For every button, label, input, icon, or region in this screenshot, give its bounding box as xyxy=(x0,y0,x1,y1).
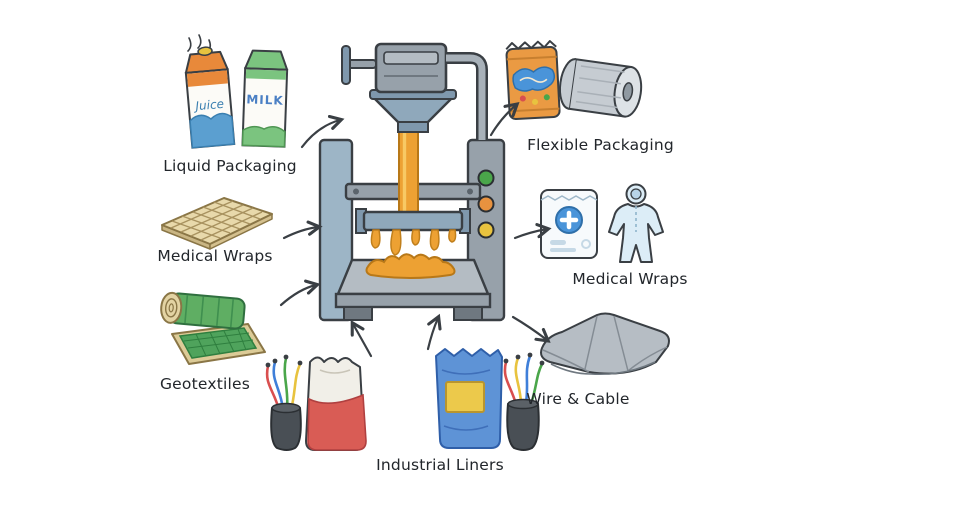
machine-crank xyxy=(341,45,377,85)
medical-wraps-left-label: Medical Wraps xyxy=(157,247,273,265)
wire-cup-left xyxy=(270,402,302,451)
flexible-packaging-illustration xyxy=(505,40,643,120)
geotextile-sheet xyxy=(171,323,266,365)
wire-cable-illustration xyxy=(540,312,670,376)
tarp-cover xyxy=(540,312,670,376)
juice-carton: Juice xyxy=(184,46,236,149)
flexible-packaging-label: Flexible Packaging xyxy=(527,136,674,154)
industrial-liners-illustration xyxy=(435,348,545,451)
juice-carton-text: Juice xyxy=(193,97,225,114)
indicator-yellow xyxy=(477,221,495,239)
snack-bag xyxy=(505,40,561,120)
wire-bundle-right xyxy=(503,352,545,406)
industrial-liner-bag xyxy=(435,348,503,449)
geotextile-roll xyxy=(160,291,246,330)
industrial-liners-label: Industrial Liners xyxy=(376,456,504,474)
wire-bundle-left xyxy=(265,354,303,412)
medical-wrap-pack xyxy=(540,189,598,259)
molten-drips xyxy=(370,229,457,256)
red-liner-illustration xyxy=(265,354,367,451)
red-liner-bag xyxy=(305,356,367,451)
molten-pool xyxy=(365,253,456,279)
milk-carton-text: MILK xyxy=(246,92,284,107)
woven-wrap xyxy=(161,197,273,250)
indicator-orange xyxy=(477,195,495,213)
medical-wraps-right-illustration xyxy=(540,183,664,263)
molten-flow xyxy=(398,123,419,217)
geotextiles-label: Geotextiles xyxy=(159,375,251,393)
film-roll xyxy=(558,58,643,118)
medical-wrap-mat-illustration xyxy=(161,197,273,250)
machine-motor xyxy=(374,42,448,94)
arrow-geotextiles xyxy=(279,285,316,307)
wire-cable-label: Wire & Cable xyxy=(526,390,630,408)
indicator-green xyxy=(477,169,495,187)
liquid-packaging-label: Liquid Packaging xyxy=(163,157,297,175)
wire-cup-right xyxy=(506,398,540,451)
machine-die xyxy=(355,208,471,234)
extruder-machine-illustration xyxy=(318,42,506,322)
liquid-packaging-illustration: Juice MILK xyxy=(184,34,289,149)
machine-pipe xyxy=(446,52,488,140)
milk-carton: MILK xyxy=(241,49,289,148)
medical-wraps-right-label: Medical Wraps xyxy=(572,270,688,288)
coverall-suit xyxy=(608,183,664,263)
machine-indicator-buttons xyxy=(477,169,495,239)
machine-hopper xyxy=(369,89,457,133)
geotextiles-illustration xyxy=(160,291,266,365)
